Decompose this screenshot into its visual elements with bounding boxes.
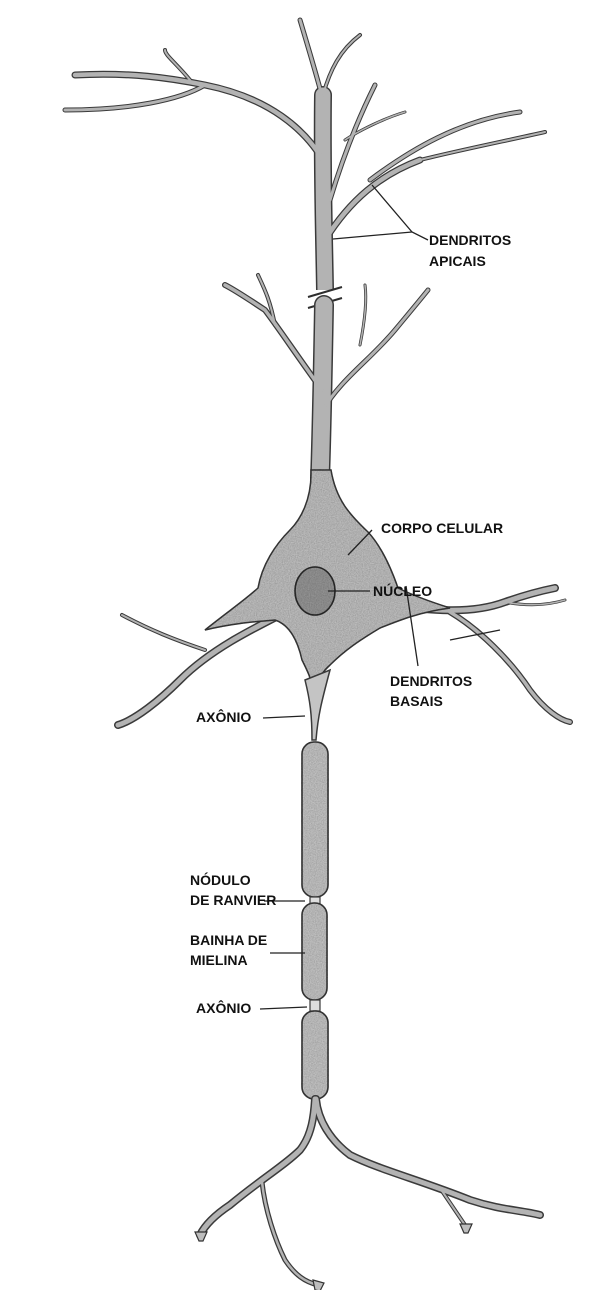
axon-terminals (195, 1099, 540, 1290)
myelinated-axon (302, 742, 328, 1099)
myelin-segment (302, 742, 328, 897)
terminal-bouton (195, 1232, 207, 1241)
lower-apical-trunk (225, 275, 428, 480)
myelin-segment (302, 1011, 328, 1099)
axon-initial-segment (305, 670, 330, 740)
label-axon-upper: AXÔNIO (196, 708, 251, 725)
terminal-bouton (313, 1280, 324, 1290)
label-node-of-ranvier: NÓDULO DE RANVIER (190, 871, 276, 908)
label-basal-dendrites: DENDRITOS BASAIS (390, 673, 476, 709)
axon-gap (310, 1000, 320, 1011)
myelin-segment (302, 903, 327, 1000)
label-myelin-sheath: BAINHA DE MIELINA (190, 932, 271, 968)
terminal-bouton (460, 1224, 472, 1233)
apical-dendrites (65, 20, 545, 290)
label-axon-lower: AXÔNIO (196, 999, 251, 1016)
label-nucleus: NÚCLEO (373, 582, 432, 599)
label-cell-body: CORPO CELULAR (381, 520, 503, 536)
label-apical-dendrites: DENDRITOS APICAIS (429, 232, 515, 269)
